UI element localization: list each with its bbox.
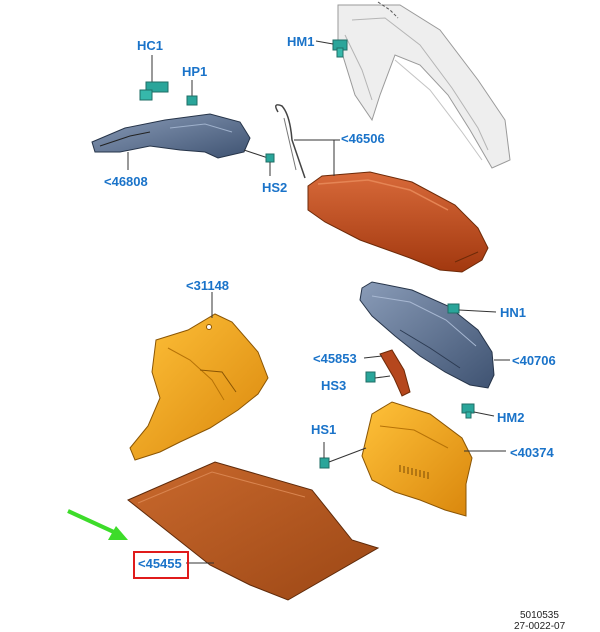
label-hs2[interactable]: HS2 xyxy=(262,180,288,195)
label-hm1[interactable]: HM1 xyxy=(287,34,315,49)
label-hn1[interactable]: HN1 xyxy=(500,305,527,320)
label-40374[interactable]: <40374 xyxy=(510,445,554,460)
green-pointer-arrow xyxy=(67,509,128,540)
hm2-clip xyxy=(461,403,495,419)
footer-code: 5010535 xyxy=(520,610,559,621)
hs3-screw xyxy=(365,371,391,383)
hs1-screw xyxy=(319,442,367,469)
parcel-shelf-46506 xyxy=(294,139,489,273)
trim-piece-45853 xyxy=(363,349,411,397)
panel-46808 xyxy=(91,113,269,170)
label-hm2[interactable]: HM2 xyxy=(497,410,525,425)
side-panel-40706 xyxy=(359,281,510,389)
label-46506[interactable]: <46506 xyxy=(341,131,385,146)
label-45853[interactable]: <45853 xyxy=(313,351,357,366)
hs2-screw xyxy=(265,153,275,176)
label-45455[interactable]: <45455 xyxy=(138,556,182,571)
label-hp1[interactable]: HP1 xyxy=(182,64,208,79)
label-31148[interactable]: <31148 xyxy=(186,278,230,293)
side-trim-31148 xyxy=(129,292,269,461)
wire-hook xyxy=(275,104,306,179)
label-46808[interactable]: <46808 xyxy=(104,174,148,189)
hn1-clip xyxy=(447,303,497,314)
hp1-fastener xyxy=(186,80,198,106)
highlight-box xyxy=(133,551,189,579)
hc1-fastener xyxy=(139,55,169,101)
body-shell-frame xyxy=(337,1,511,169)
label-40706[interactable]: <40706 xyxy=(512,353,556,368)
side-trim-40374 xyxy=(361,401,506,517)
label-hc1[interactable]: HC1 xyxy=(137,38,164,53)
hm1-clip xyxy=(315,39,348,58)
floor-mat-45455 xyxy=(127,461,380,601)
label-hs1[interactable]: HS1 xyxy=(311,422,337,437)
label-hs3[interactable]: HS3 xyxy=(321,378,347,393)
